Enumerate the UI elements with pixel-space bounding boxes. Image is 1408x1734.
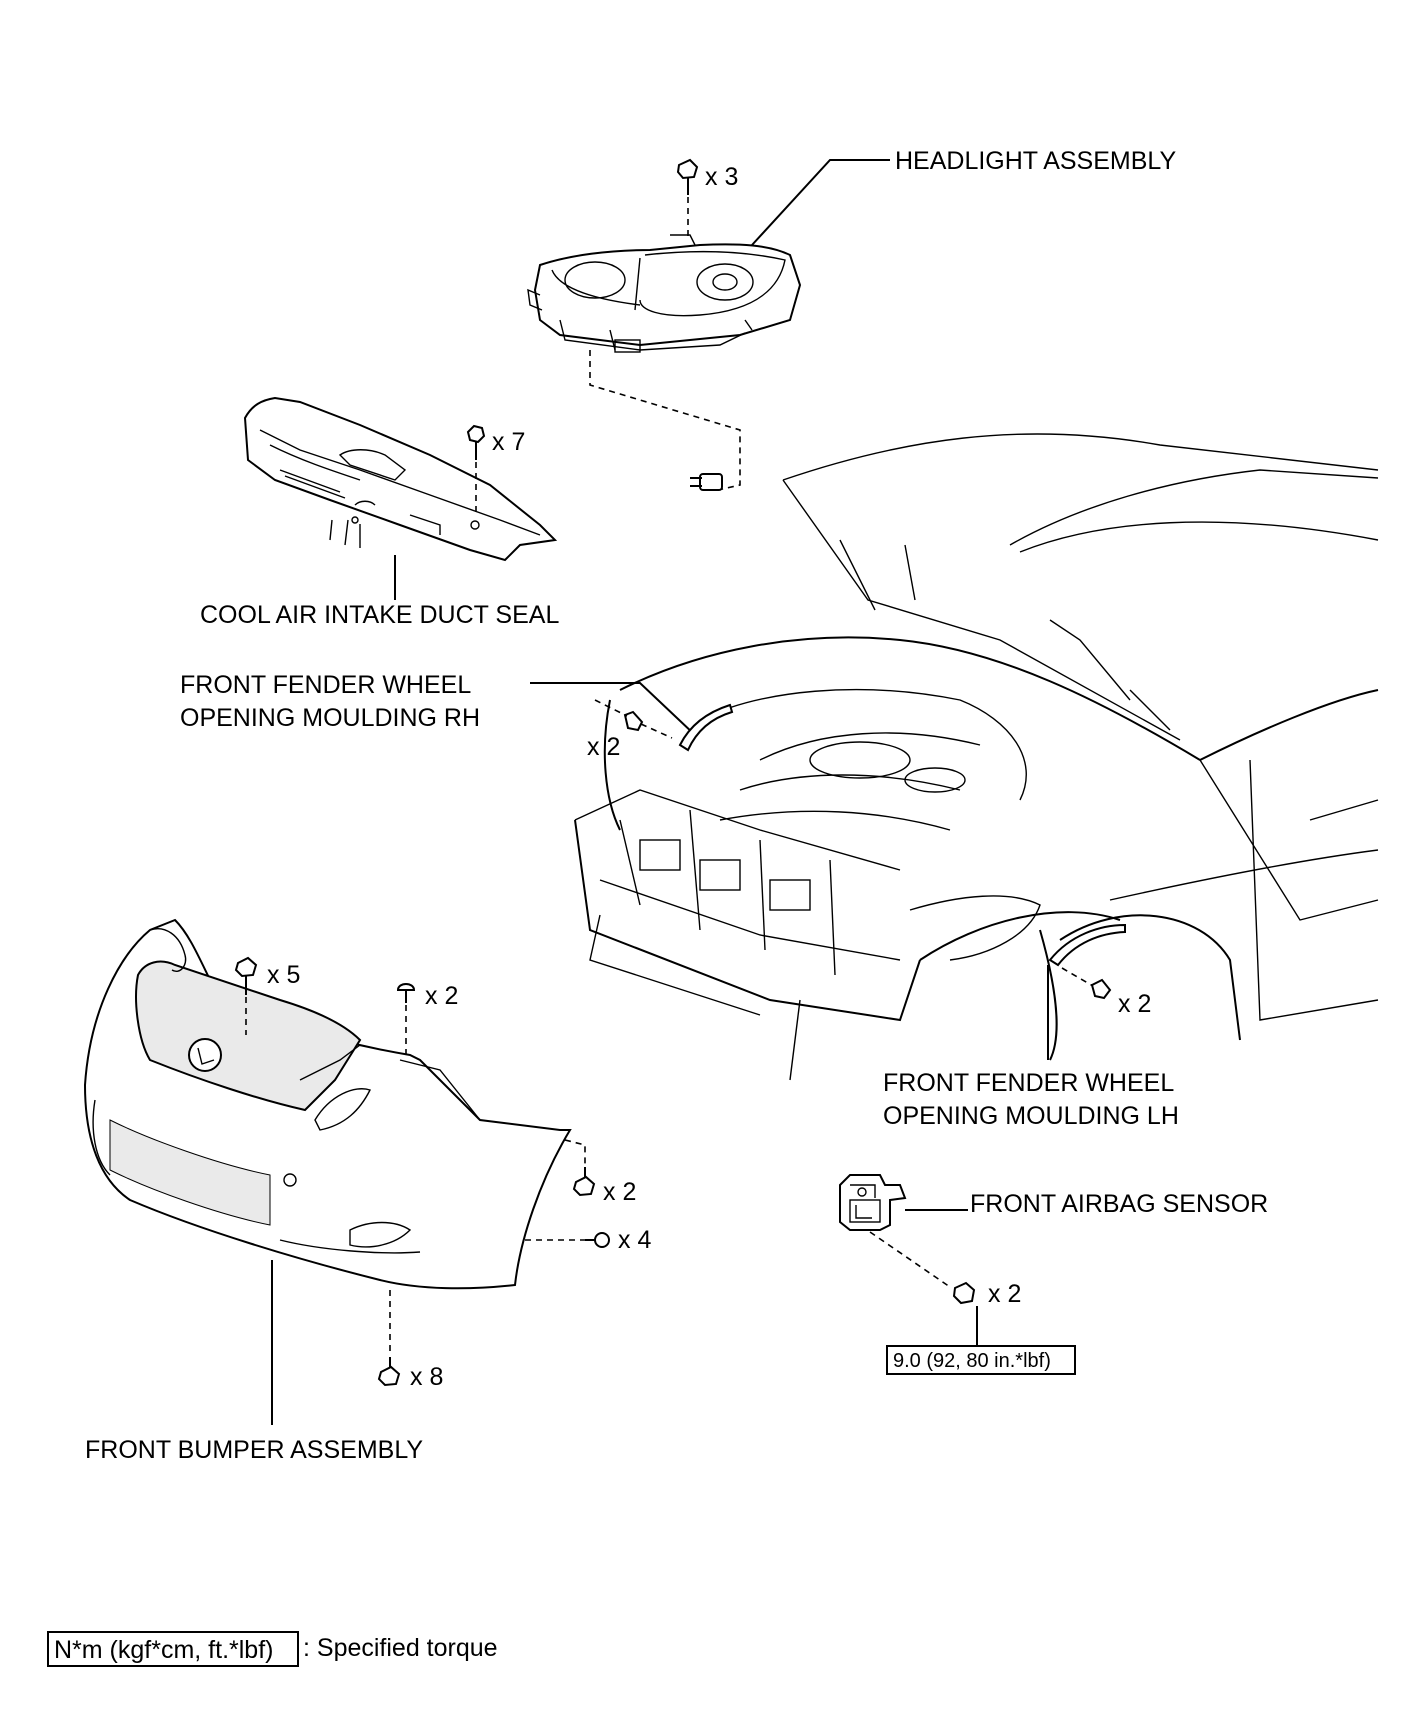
fender-rh-leader-line: [530, 682, 696, 736]
fender-rh-moulding: [678, 703, 734, 752]
bumper-top-screw-icon: [234, 956, 258, 1035]
airbag-sensor-label: FRONT AIRBAG SENSOR: [970, 1190, 1268, 1218]
airbag-qty: x 2: [988, 1280, 1021, 1308]
front-airbag-sensor: [839, 1174, 907, 1231]
bumper-side-screw-icon: [564, 1139, 596, 1197]
headlight-bolt-icon: [676, 158, 699, 240]
fender-lh-qty: x 2: [1118, 990, 1151, 1018]
fender-rh-qty: x 2: [587, 733, 620, 761]
headlight-clip-icon: [690, 473, 723, 491]
vehicle-front-body: [574, 433, 1379, 1081]
fender-rh-clip-icon: [594, 699, 673, 739]
bumper-side-clip-qty: x 4: [618, 1226, 651, 1254]
fender-rh-label-line1: FRONT FENDER WHEEL: [180, 671, 471, 699]
fender-rh-label-line2: OPENING MOULDING RH: [180, 704, 480, 732]
duct-seal-qty: x 7: [492, 428, 525, 456]
torque-legend: N*m (kgf*cm, ft.*lbf) : Specified torque: [47, 1631, 498, 1667]
airbag-bolt-icon: [869, 1231, 976, 1305]
cool-air-intake-duct-seal: [243, 396, 558, 562]
headlight-qty: x 3: [705, 163, 738, 191]
duct-seal-label: COOL AIR INTAKE DUCT SEAL: [200, 601, 559, 629]
legend-unit-text: N*m (kgf*cm, ft.*lbf): [54, 1636, 273, 1664]
headlight-assembly: [527, 234, 802, 353]
airbag-torque-value: 9.0 (92, 80 in.*lbf): [893, 1350, 1051, 1372]
headlight-leader-line: [751, 159, 890, 246]
bumper-side-clip-icon: [525, 1232, 610, 1248]
fender-lh-label-line2: OPENING MOULDING LH: [883, 1102, 1179, 1130]
bumper-bottom-screw-qty: x 8: [410, 1363, 443, 1391]
fender-lh-label-line1: FRONT FENDER WHEEL: [883, 1069, 1174, 1097]
legend-unit-box: [47, 1631, 299, 1667]
bumper-bottom-screw-icon: [377, 1290, 401, 1387]
bumper-top-screw-qty: x 5: [267, 961, 300, 989]
headlight-clip-dashline: [589, 350, 741, 491]
legend-description: : Specified torque: [303, 1634, 498, 1662]
headlight-label: HEADLIGHT ASSEMBLY: [895, 147, 1176, 175]
bumper-top-clip-qty: x 2: [425, 982, 458, 1010]
bumper-label: FRONT BUMPER ASSEMBLY: [85, 1436, 423, 1464]
airbag-torque-box: [886, 1345, 1076, 1375]
bumper-side-screw-qty: x 2: [603, 1178, 636, 1206]
duct-seal-clip-icon: [466, 424, 486, 515]
front-bumper-assembly: [83, 918, 572, 1290]
fender-lh-clip-icon: [1061, 967, 1112, 1000]
bumper-top-clip-icon: [396, 983, 416, 1055]
